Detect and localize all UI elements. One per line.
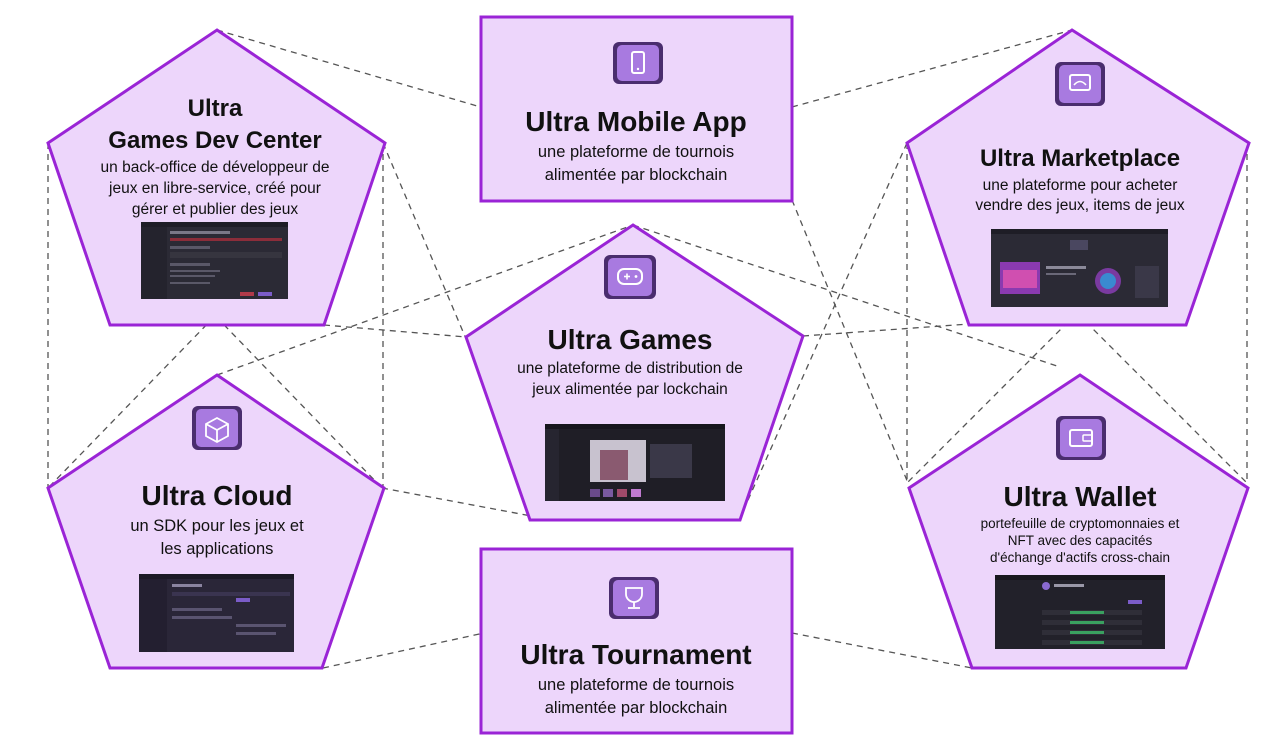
node-title: Ultra Mobile App [525, 106, 746, 137]
connector [322, 632, 485, 669]
pentagon-shape [46, 373, 386, 670]
node-ultra-cloud: Ultra Cloud un SDK pour les jeux et les … [46, 373, 386, 670]
app-screenshot [141, 222, 288, 299]
node-description-line2: alimentée par blockchain [545, 699, 728, 717]
node-description-line1: une plateforme de tournois [538, 676, 734, 694]
connector [323, 324, 467, 338]
node-title: Ultra Tournament [520, 639, 751, 670]
connector [791, 29, 1073, 108]
mobile-phone-icon [613, 42, 663, 84]
node-description-line1: une plateforme pour acheter [983, 177, 1178, 194]
node-description-line2: les applications [161, 540, 274, 558]
node-title-line2: Games Dev Center [108, 127, 321, 154]
pentagon-shape [46, 28, 387, 327]
node-marketplace: Ultra Marketplace une plateforme pour ac… [905, 28, 1251, 327]
node-description-line1: une plateforme de distribution de [517, 360, 743, 377]
connector [791, 199, 909, 484]
connector [381, 487, 543, 519]
node-ultra-games: Ultra Games une plateforme de distributi… [464, 223, 805, 522]
node-title: Ultra Games [548, 324, 713, 355]
node-description-line1: portefeuille de cryptomonnaies et [981, 516, 1180, 531]
trophy-icon [609, 577, 659, 619]
node-description-line3: d'échange d'actifs cross-chain [990, 550, 1170, 565]
node-ultra-wallet: Ultra Wallet portefeuille de cryptomonna… [907, 373, 1250, 670]
connector [739, 142, 908, 519]
node-description-line2: vendre des jeux, items de jeux [975, 197, 1185, 214]
connector [216, 29, 485, 109]
exchange-card-icon [1055, 62, 1105, 106]
wallet-icon [1056, 416, 1106, 460]
node-description-line1: une plateforme de tournois [538, 143, 734, 161]
connector [382, 142, 543, 519]
node-description-line2: NFT avec des capacités [1008, 533, 1153, 548]
node-title-line1: Ultra [188, 95, 243, 122]
node-title: Ultra Marketplace [980, 145, 1180, 172]
node-games-dev-center: Ultra Games Dev Center un back-office de… [46, 28, 387, 327]
cube-icon [192, 406, 242, 450]
gamepad-icon [604, 255, 656, 299]
node-title: Ultra Cloud [142, 480, 293, 511]
app-screenshot [995, 575, 1165, 649]
app-screenshot [139, 574, 294, 652]
node-description-line3: gérer et publier des jeux [132, 201, 299, 218]
app-screenshot [991, 229, 1168, 307]
node-tournament: Ultra Tournament une plateforme de tourn… [479, 547, 794, 735]
rectangle-shape [479, 15, 794, 203]
connector [216, 224, 634, 376]
connector [632, 224, 1061, 368]
node-description-line2: alimentée par blockchain [545, 166, 728, 184]
node-description-line1: un SDK pour les jeux et [130, 517, 304, 535]
node-title: Ultra Wallet [1004, 481, 1157, 512]
app-screenshot [545, 424, 725, 501]
connector [791, 632, 973, 669]
connector [802, 323, 970, 337]
node-description-line1: un back-office de développeur de [101, 159, 330, 176]
node-description-line2: jeux en libre-service, créé pour [108, 180, 321, 197]
node-description-line2: jeux alimentée par lockchain [531, 381, 728, 398]
node-mobile-app: Ultra Mobile App une plateforme de tourn… [479, 15, 794, 203]
